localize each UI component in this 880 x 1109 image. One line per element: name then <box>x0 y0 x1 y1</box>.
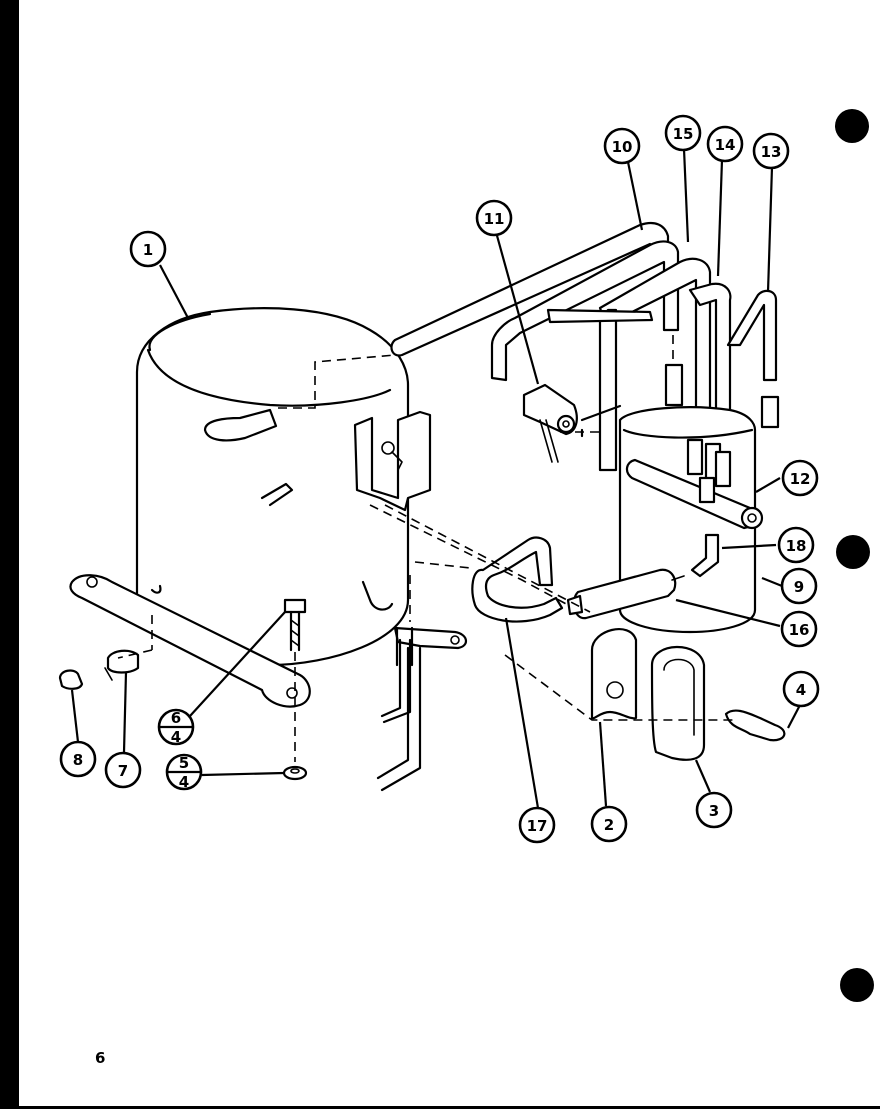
page-number: 6 <box>95 1049 106 1067</box>
svg-text:17: 17 <box>527 817 548 835</box>
svg-text:15: 15 <box>673 125 694 143</box>
callout-6-over-4: 6 4 <box>157 708 195 746</box>
callout-7: 7 <box>104 751 142 789</box>
assembly-lines <box>117 335 735 721</box>
svg-text:5: 5 <box>179 754 189 772</box>
clip-part <box>58 669 84 690</box>
svg-text:4: 4 <box>796 681 806 699</box>
cover-part <box>650 645 706 761</box>
svg-text:3: 3 <box>709 802 719 820</box>
callout-1: 1 <box>129 230 167 268</box>
callout-3: 3 <box>695 791 733 829</box>
mounting-washer <box>282 765 308 781</box>
callout-15: 15 <box>664 114 702 152</box>
refrigerant-tubes <box>390 221 780 472</box>
callout-5-over-4: 5 4 <box>165 753 203 791</box>
compressor-body <box>135 307 432 667</box>
callout-8: 8 <box>59 740 97 778</box>
ring-clip-part <box>724 709 786 742</box>
shell-part <box>590 628 638 720</box>
svg-text:14: 14 <box>715 136 736 154</box>
callout-4: 4 <box>782 670 820 708</box>
mounting-bolt <box>283 598 307 652</box>
svg-text:11: 11 <box>484 210 505 228</box>
u-tube-part <box>471 536 564 623</box>
callout-14: 14 <box>706 125 744 163</box>
svg-text:8: 8 <box>73 751 83 769</box>
svg-text:16: 16 <box>789 621 810 639</box>
svg-text:9: 9 <box>794 578 804 596</box>
callout-16: 16 <box>780 610 818 648</box>
svg-text:4: 4 <box>171 728 181 746</box>
grommet-part <box>104 649 140 681</box>
svg-text:12: 12 <box>790 470 811 488</box>
accumulator-assembly <box>566 404 764 634</box>
callout-17: 17 <box>518 806 556 844</box>
svg-text:10: 10 <box>612 138 633 156</box>
callout-2: 2 <box>590 805 628 843</box>
svg-text:1: 1 <box>143 241 153 259</box>
process-tubes <box>376 626 422 792</box>
callout-11: 11 <box>475 199 513 237</box>
solenoid-part <box>522 383 578 463</box>
svg-text:18: 18 <box>786 537 807 555</box>
svg-text:4: 4 <box>179 773 189 791</box>
leader-lines <box>70 148 801 809</box>
callout-18: 18 <box>777 526 815 564</box>
callout-12: 12 <box>781 459 819 497</box>
callout-13: 13 <box>752 132 790 170</box>
svg-text:6: 6 <box>171 709 181 727</box>
punch-hole-middle <box>836 535 870 569</box>
svg-text:13: 13 <box>761 143 782 161</box>
punch-hole-top <box>835 109 869 143</box>
callout-10: 10 <box>603 127 641 165</box>
svg-text:7: 7 <box>118 762 128 780</box>
punch-hole-bottom <box>840 968 874 1002</box>
svg-text:2: 2 <box>604 816 614 834</box>
callout-9: 9 <box>780 567 818 605</box>
